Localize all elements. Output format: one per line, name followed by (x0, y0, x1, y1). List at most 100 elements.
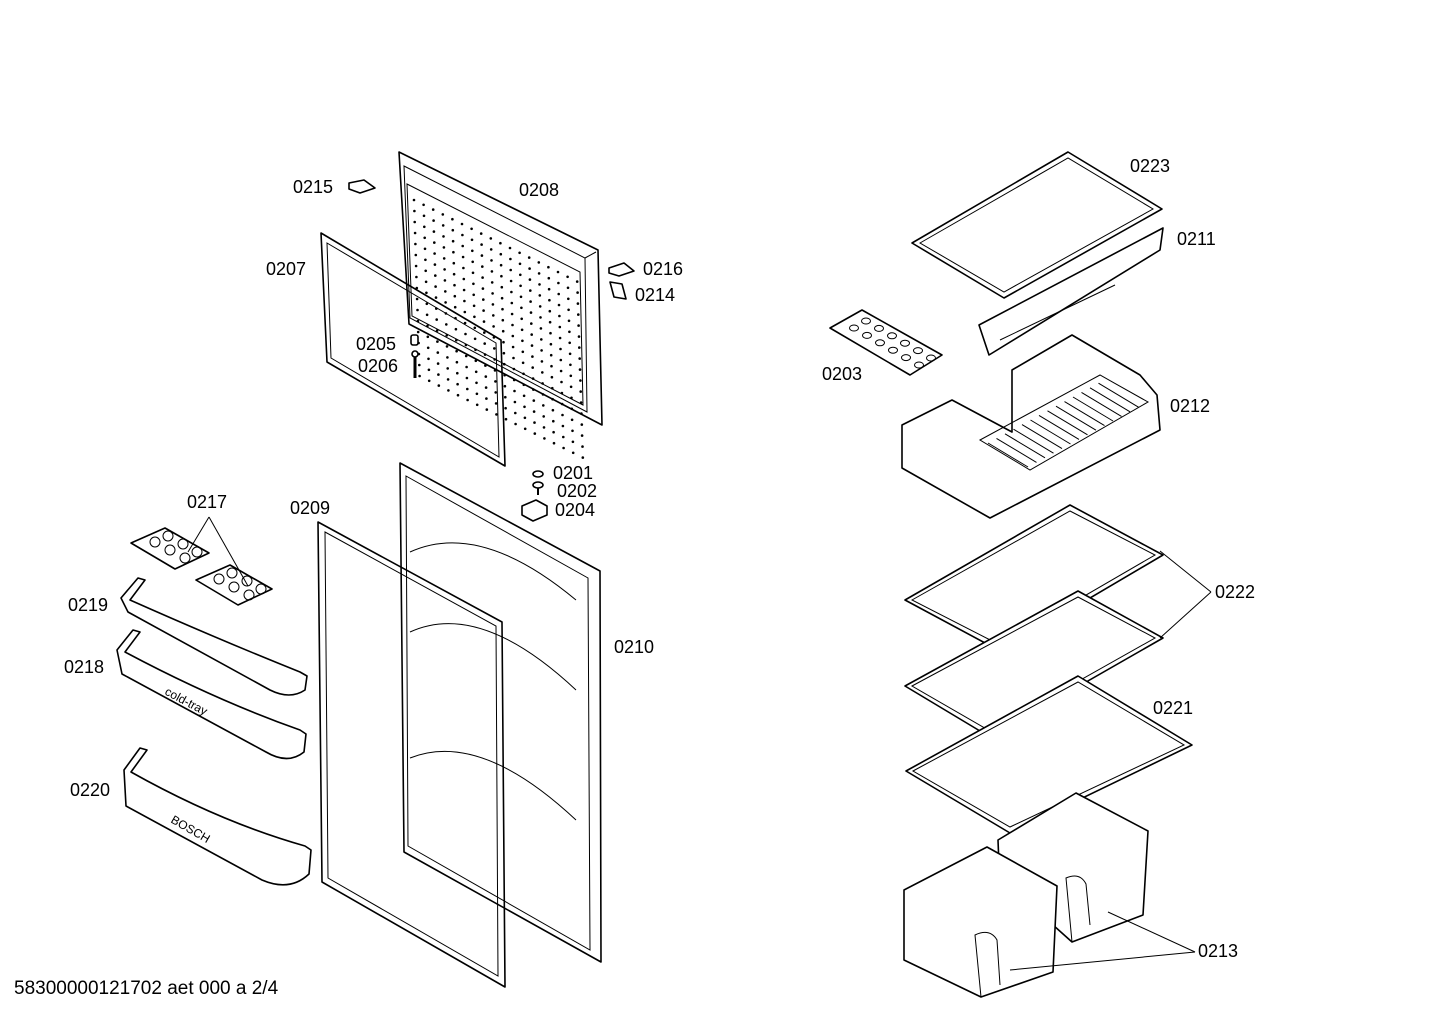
freezer-door-dot-pattern (412, 198, 585, 459)
door-dot (504, 395, 507, 399)
door-dot (541, 371, 544, 374)
door-dot (533, 421, 536, 424)
egg-tray-part-0217-a (130, 527, 210, 570)
door-dot (537, 272, 541, 275)
door-dot (578, 357, 581, 360)
door-bin-part-0220 (123, 747, 312, 886)
door-dot (493, 358, 497, 361)
drawer-rib (1081, 391, 1122, 417)
door-dot (571, 451, 575, 455)
label-0210: 0210 (614, 637, 654, 657)
door-dot (548, 309, 552, 313)
door-dot (529, 311, 533, 314)
door-dot (579, 390, 582, 393)
door-dot (444, 301, 447, 304)
door-dot (502, 340, 505, 344)
door-dot (503, 373, 506, 377)
door-dot (551, 397, 554, 401)
door-dot (567, 319, 571, 323)
drawer-rib (1047, 410, 1088, 436)
glass-shelf-part-0222-b (904, 590, 1164, 738)
door-dot (552, 419, 555, 423)
door-dot (436, 351, 440, 354)
door-dot (542, 426, 546, 429)
door-dot (446, 367, 450, 370)
door-dot (441, 213, 445, 216)
door-dot (558, 336, 562, 340)
door-dot (552, 430, 555, 434)
door-dot (512, 378, 516, 382)
hinge-cap-part-0216 (608, 262, 635, 277)
door-dot (559, 369, 563, 373)
door-dot (520, 306, 523, 310)
door-dot (493, 369, 497, 372)
door-dot (423, 247, 427, 251)
door-dot (510, 301, 514, 305)
door-dot (548, 320, 552, 324)
label-0223: 0223 (1130, 156, 1170, 176)
door-dot (537, 261, 541, 264)
door-dot (456, 393, 460, 397)
ice-cell (913, 347, 923, 355)
door-dot (472, 304, 476, 308)
door-dot (539, 316, 542, 319)
door-dot (529, 289, 532, 292)
door-dot (579, 401, 583, 404)
door-dot (444, 290, 447, 293)
door-dot (581, 445, 584, 448)
door-dot (576, 302, 580, 305)
door-dot (482, 298, 485, 301)
door-dot (433, 241, 436, 244)
door-dot (569, 363, 572, 367)
door-dot (453, 283, 456, 287)
bushing-part-0205 (410, 334, 419, 346)
label-0220: 0220 (70, 780, 110, 800)
door-dot (518, 251, 521, 255)
hinge-cap-part-0215 (348, 179, 376, 194)
drawer-rib (1030, 419, 1071, 445)
door-dot (558, 325, 562, 329)
label-0209: 0209 (290, 498, 330, 518)
door-dot (521, 361, 525, 365)
door-dot (416, 308, 419, 312)
door-dot (580, 423, 584, 426)
door-dot (425, 313, 429, 317)
door-dot (569, 374, 573, 378)
door-dot (504, 417, 508, 421)
door-dot (549, 342, 553, 346)
door-dot (531, 355, 534, 358)
door-dot (551, 408, 555, 412)
door-dot (443, 268, 446, 271)
door-dot (441, 224, 445, 227)
door-dot (501, 307, 504, 311)
door-dot (413, 231, 417, 235)
door-dot (511, 345, 515, 349)
label-0213: 0213 (1198, 941, 1238, 961)
leader-lines (187, 516, 1212, 971)
door-dot (576, 291, 579, 294)
door-dot (452, 261, 456, 265)
door-dot (414, 253, 418, 257)
fridge-gasket-part-0209 (317, 521, 506, 988)
ice-cell (875, 339, 885, 347)
door-dot (431, 208, 435, 211)
door-dot (433, 252, 436, 255)
door-dot (560, 391, 564, 395)
drawer-rib (987, 442, 1029, 468)
door-dot (522, 394, 526, 398)
door-dot (484, 386, 488, 389)
door-dot (530, 322, 533, 325)
door-dot (538, 305, 542, 308)
door-dot (577, 335, 581, 338)
door-dot (549, 331, 552, 335)
door-dot (581, 456, 585, 459)
drawer-rib (1013, 428, 1054, 454)
door-dot (571, 429, 574, 433)
door-dot (560, 380, 563, 384)
door-dot (451, 239, 455, 243)
door-dot (485, 408, 489, 411)
label-0211: 0211 (1177, 229, 1216, 249)
door-dot (532, 388, 535, 391)
door-dot (580, 434, 584, 437)
